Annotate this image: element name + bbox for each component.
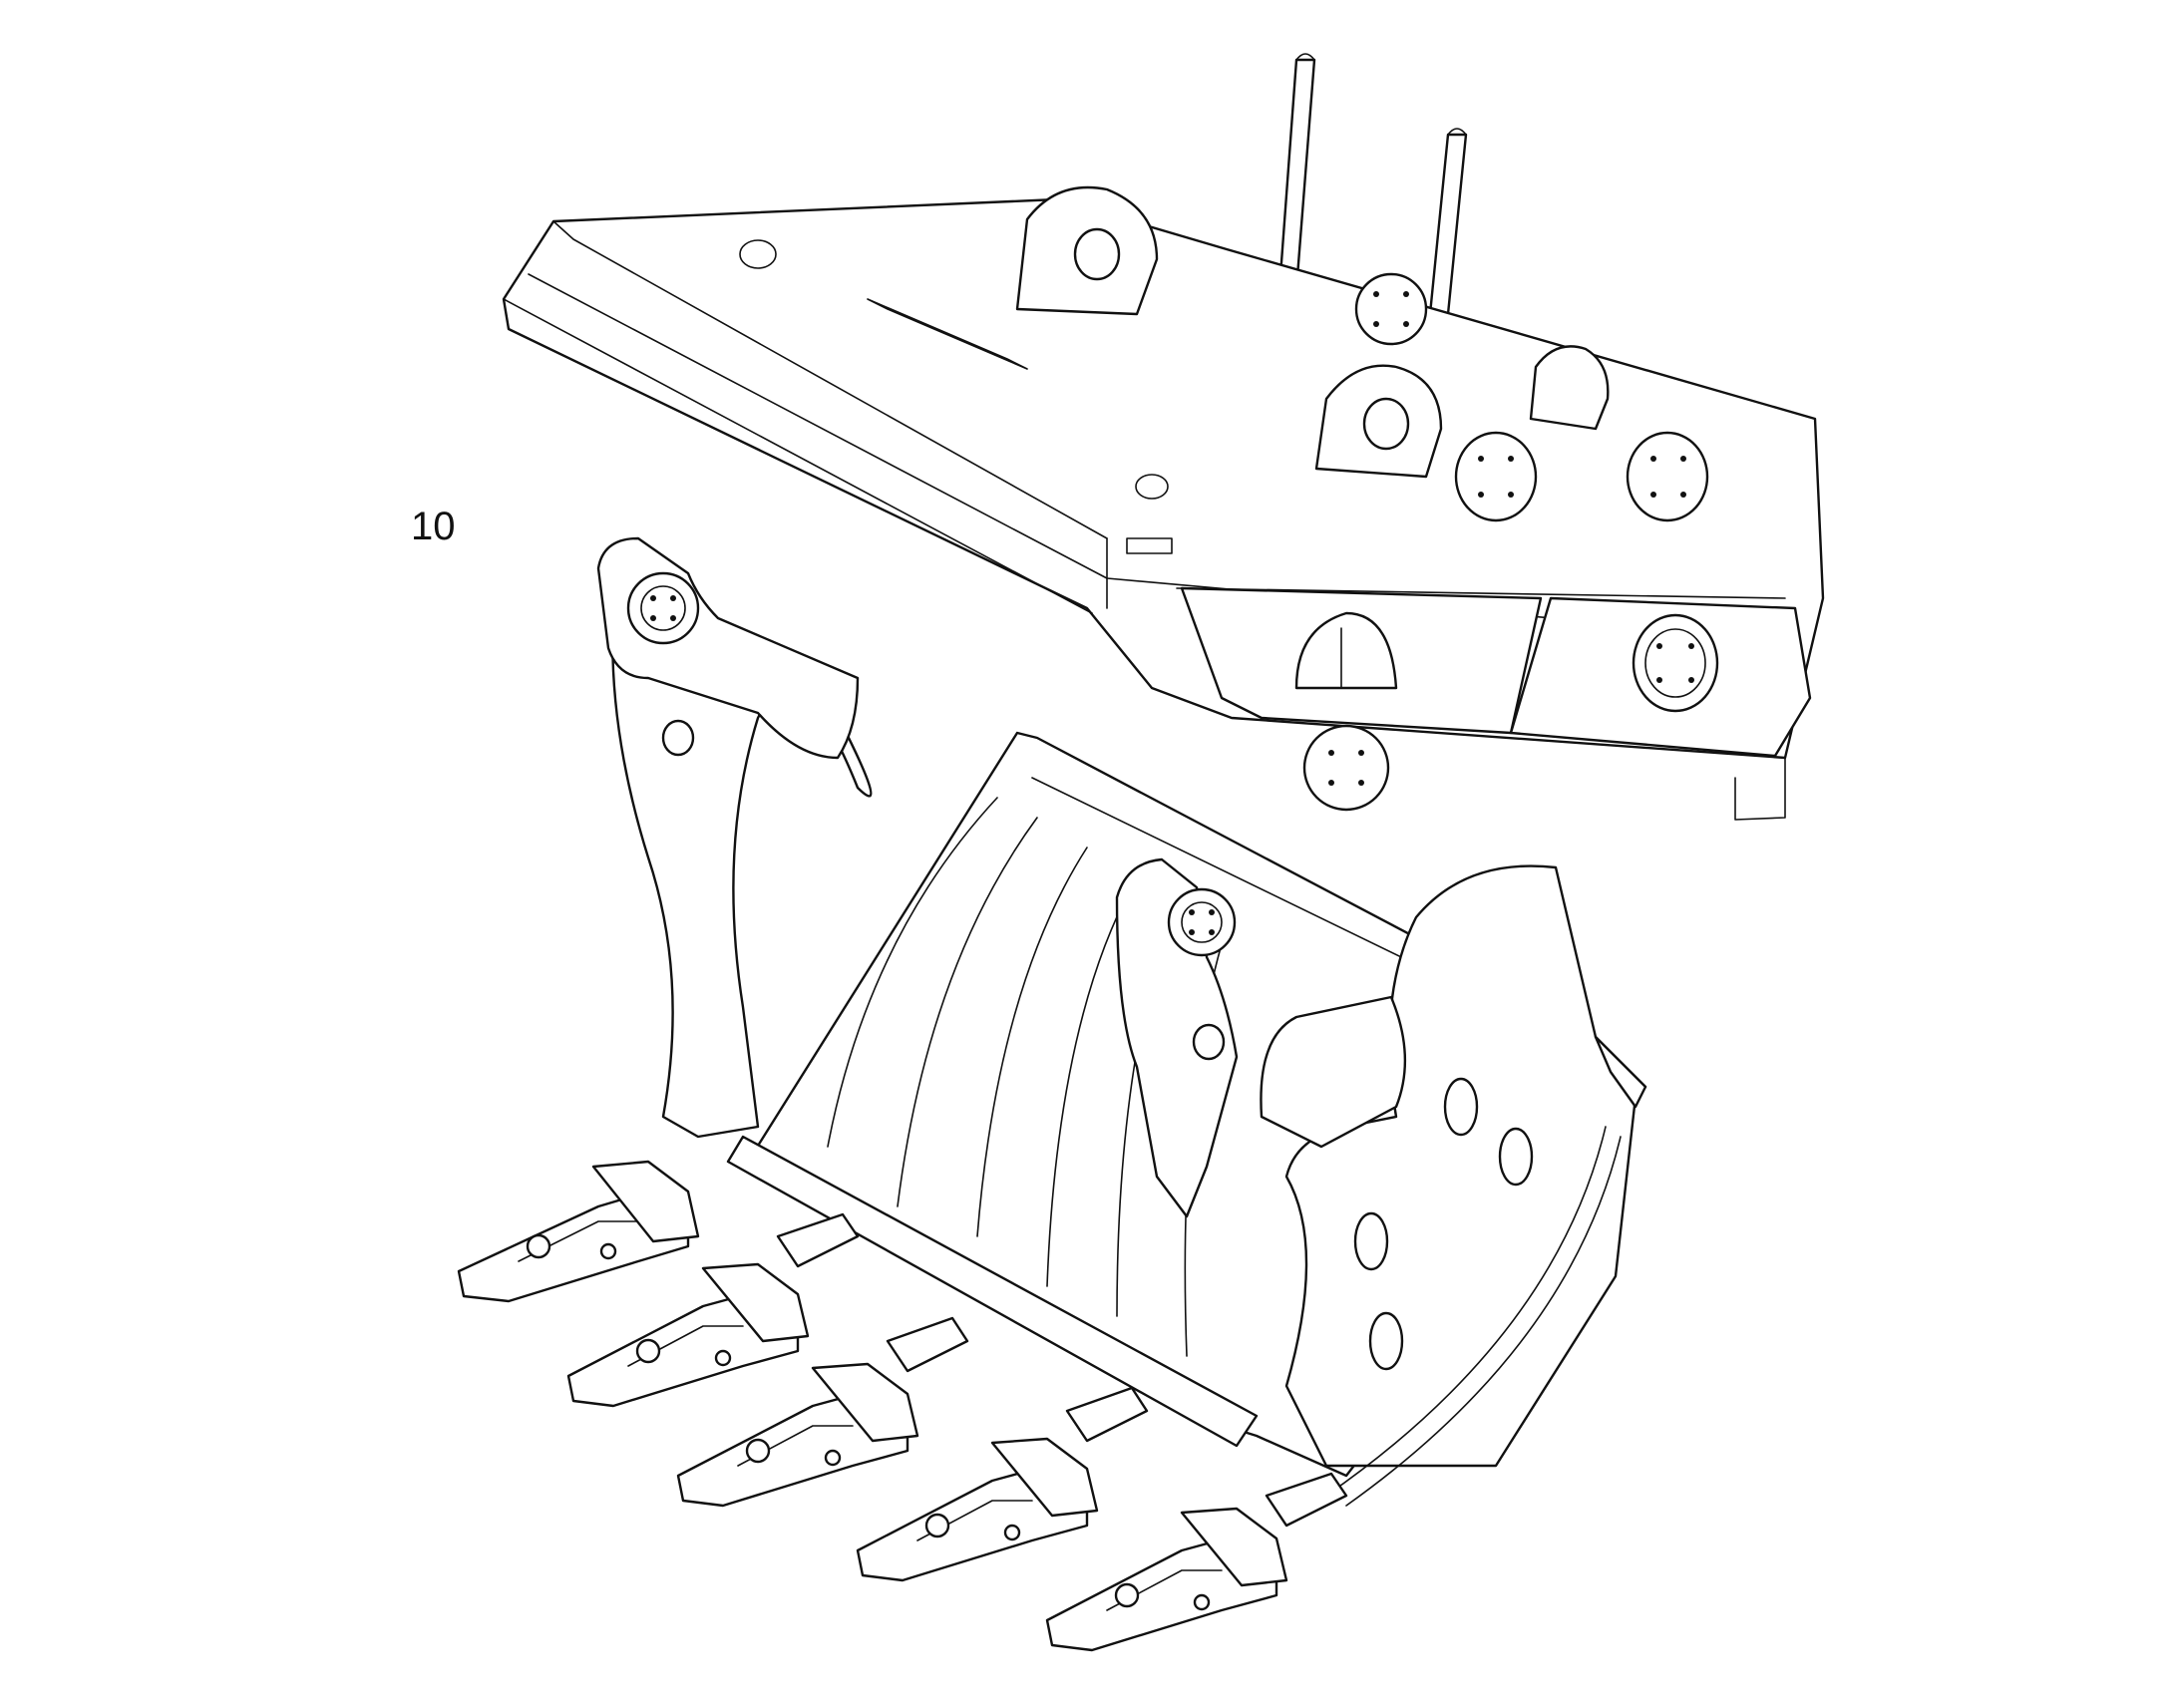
tooth-2 (566, 1212, 860, 1408)
quick-coupler (502, 53, 1825, 821)
tooth-5 (1045, 1472, 1348, 1652)
pin-cap-right (1626, 431, 1709, 522)
tooth-3 (676, 1316, 969, 1508)
bucket-left-pin-boss (626, 571, 700, 645)
side-plate-holes (1353, 1077, 1534, 1371)
bucket-right-ear (1115, 857, 1239, 1218)
pin-cap-bottom (1302, 724, 1390, 812)
tooth-4 (856, 1386, 1149, 1582)
pin-cap-mid (1454, 431, 1538, 522)
coupler-lug-right (1529, 345, 1610, 431)
bucket-right-pin-boss (1167, 887, 1237, 957)
bucket-teeth (457, 1160, 1348, 1652)
bucket (596, 536, 1647, 1507)
tooth-1 (457, 1160, 700, 1303)
pin-cap-side-lower (1632, 613, 1719, 713)
callout-label-10: 10 (411, 505, 456, 548)
bucket-cutting-edge (726, 1135, 1259, 1448)
pin-cap-upper-right (1354, 272, 1428, 346)
